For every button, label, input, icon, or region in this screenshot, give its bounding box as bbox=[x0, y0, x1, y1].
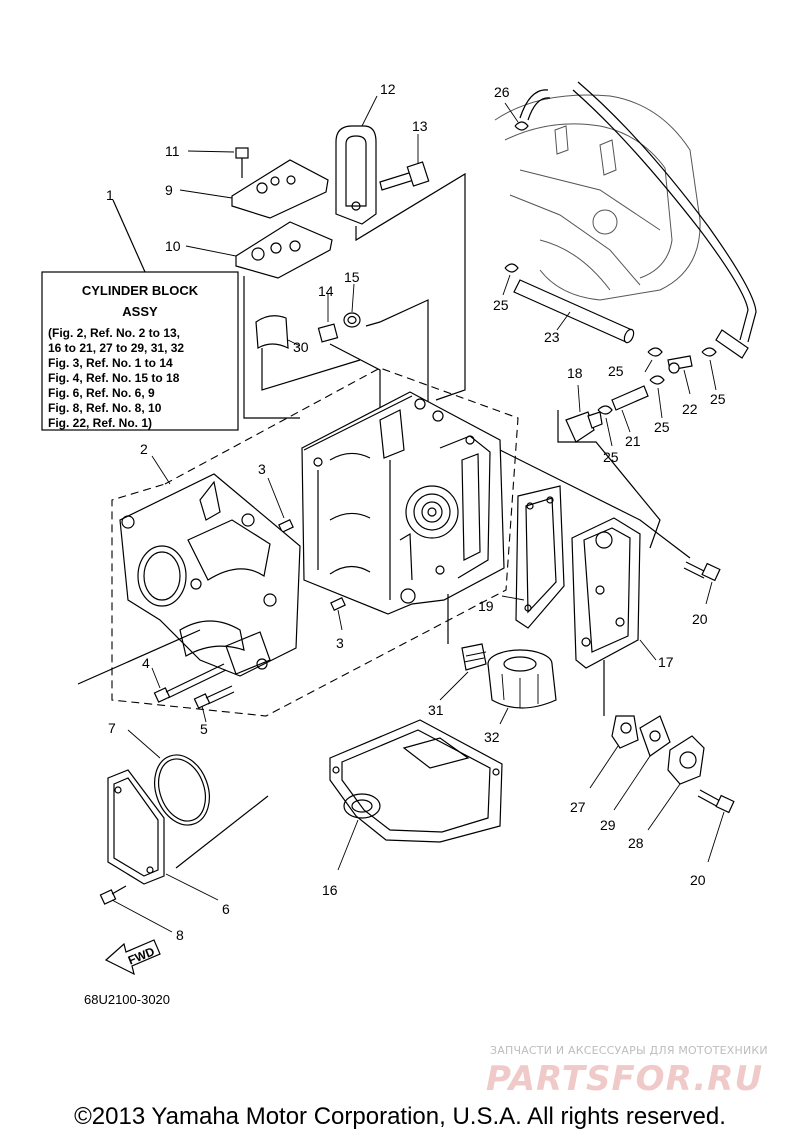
callout-12: 12 bbox=[380, 81, 396, 97]
gasket-16: 16 bbox=[322, 719, 503, 898]
joint-22: 22 bbox=[667, 355, 698, 417]
plate-9: 9 bbox=[165, 159, 329, 219]
bolt-13: 13 bbox=[379, 118, 430, 191]
joint-18: 18 bbox=[565, 365, 603, 443]
crankcase-2: 2 bbox=[119, 441, 301, 677]
part-code: 68U2100-3020 bbox=[84, 992, 170, 1007]
clip-25e: 25 bbox=[597, 405, 619, 465]
clip-25d: 25 bbox=[649, 375, 670, 435]
info-box-line-5: Fig. 6, Ref. No. 6, 9 bbox=[48, 386, 155, 400]
callout-7: 7 bbox=[108, 720, 116, 736]
gasket-10: 10 bbox=[165, 221, 333, 279]
dowel-pin-3b: 3 bbox=[330, 597, 346, 651]
callout-29: 29 bbox=[600, 817, 616, 833]
callout-2: 2 bbox=[140, 441, 148, 457]
gasket-19: 19 bbox=[478, 485, 565, 629]
hose-21: 21 bbox=[611, 385, 649, 449]
callout-17: 17 bbox=[658, 654, 674, 670]
callout-28: 28 bbox=[628, 835, 644, 851]
clip-26: 26 bbox=[494, 84, 529, 131]
o-ring-7: 7 bbox=[108, 720, 210, 826]
fwd-label: FWD bbox=[126, 944, 157, 967]
callout-15: 15 bbox=[344, 269, 360, 285]
oil-filter-32: 32 bbox=[484, 649, 557, 745]
dowel-pin-3a: 3 bbox=[258, 461, 294, 533]
callout-20b: 20 bbox=[690, 872, 706, 888]
clip-25b: 25 bbox=[608, 347, 663, 379]
fwd-arrow-icon: FWD bbox=[104, 939, 161, 976]
info-box-subtitle: ASSY bbox=[122, 304, 158, 319]
info-box-line-7: Fig. 22, Ref. No. 1) bbox=[48, 416, 152, 430]
watermark-brand: PARTSFOR.RU bbox=[486, 1059, 763, 1099]
callout-25a: 25 bbox=[493, 297, 509, 313]
bolt-5: 5 bbox=[193, 685, 235, 737]
callout-25c: 25 bbox=[710, 391, 726, 407]
callout-5: 5 bbox=[200, 721, 208, 737]
gasket-29: 29 bbox=[600, 715, 671, 833]
bolt-11: 11 bbox=[165, 143, 249, 178]
callout-18: 18 bbox=[567, 365, 583, 381]
assembly-leader-lines bbox=[243, 172, 691, 559]
copyright-notice: ©2013 Yamaha Motor Corporation, U.S.A. A… bbox=[74, 1103, 726, 1130]
plug-14: 14 bbox=[317, 283, 339, 343]
info-box-line-4: Fig. 4, Ref. No. 15 to 18 bbox=[48, 371, 180, 385]
watermark-tagline: ЗАПЧАСТИ И АКСЕССУАРЫ ДЛЯ МОТОТЕХНИКИ bbox=[490, 1044, 768, 1057]
info-box-line-3: Fig. 3, Ref. No. 1 to 14 bbox=[48, 356, 173, 370]
bracket-12: 12 bbox=[335, 81, 396, 225]
callout-25e: 25 bbox=[603, 449, 619, 465]
callout-3a: 3 bbox=[258, 461, 266, 477]
part-30: 30 bbox=[255, 315, 309, 355]
hose-24 bbox=[519, 81, 757, 359]
clip-25a: 25 bbox=[493, 263, 519, 313]
callout-25b: 25 bbox=[608, 363, 624, 379]
clip-25c: 25 bbox=[701, 347, 726, 407]
callout-16: 16 bbox=[322, 882, 338, 898]
callout-25d: 25 bbox=[654, 419, 670, 435]
callout-6: 6 bbox=[222, 901, 230, 917]
callout-4: 4 bbox=[142, 655, 150, 671]
info-box: 1 CYLINDER BLOCK ASSY (Fig. 2, Ref. No. … bbox=[41, 187, 239, 431]
callout-13: 13 bbox=[412, 118, 428, 134]
info-box-line-2: 16 to 21, 27 to 29, 31, 32 bbox=[48, 341, 184, 355]
info-box-line-1: (Fig. 2, Ref. No. 2 to 13, bbox=[48, 326, 180, 340]
info-box-frame bbox=[41, 271, 239, 431]
bolt-4: 4 bbox=[142, 655, 227, 703]
callout-20a: 20 bbox=[692, 611, 708, 627]
bolt-20a: 20 bbox=[683, 561, 721, 627]
callout-32: 32 bbox=[484, 729, 500, 745]
assy-outline-lower-left bbox=[77, 629, 269, 869]
fitting-31: 31 bbox=[428, 594, 487, 718]
callout-14: 14 bbox=[318, 283, 334, 299]
callout-8: 8 bbox=[176, 927, 184, 943]
callout-3b: 3 bbox=[336, 635, 344, 651]
cover-6: 6 bbox=[107, 769, 230, 917]
thermostat-27: 27 bbox=[570, 660, 639, 815]
callout-23: 23 bbox=[544, 329, 560, 345]
callout-9: 9 bbox=[165, 182, 173, 198]
engine-bracket-outline bbox=[494, 94, 701, 301]
callout-21: 21 bbox=[625, 433, 641, 449]
callout-22: 22 bbox=[682, 401, 698, 417]
callout-27: 27 bbox=[570, 799, 586, 815]
exhaust-cover-17: 17 bbox=[571, 517, 674, 670]
callout-1: 1 bbox=[106, 187, 114, 203]
callout-11: 11 bbox=[165, 143, 180, 159]
info-box-title: CYLINDER BLOCK bbox=[82, 283, 199, 298]
callout-19: 19 bbox=[478, 598, 494, 614]
callout-10: 10 bbox=[165, 238, 181, 254]
gasket-15: 15 bbox=[343, 269, 361, 328]
info-box-line-6: Fig. 8, Ref. No. 8, 10 bbox=[48, 401, 162, 415]
bolt-8: 8 bbox=[99, 885, 184, 943]
callout-30: 30 bbox=[293, 339, 309, 355]
callout-31: 31 bbox=[428, 702, 444, 718]
thermostat-cover-28: 28 bbox=[628, 735, 705, 851]
cylinder-block bbox=[301, 391, 505, 615]
hose-23: 23 bbox=[513, 279, 635, 345]
callout-26: 26 bbox=[494, 84, 510, 100]
bolt-20b: 20 bbox=[690, 789, 735, 888]
